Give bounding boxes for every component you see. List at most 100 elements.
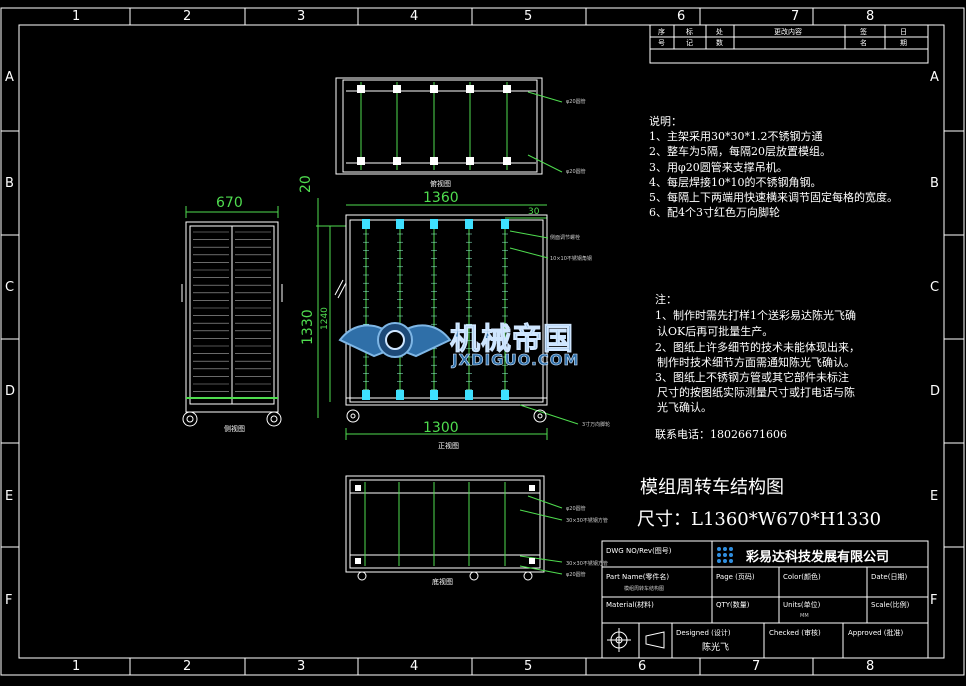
col-label-1-bottom: 1 xyxy=(72,659,81,674)
col-label-5-bottom: 5 xyxy=(524,659,533,674)
spec-title: 说明： xyxy=(649,115,682,128)
col-label-5: 5 xyxy=(524,9,533,24)
col-label-7-bottom: 7 xyxy=(752,659,761,674)
callout-top-b: φ20圆管 xyxy=(566,169,586,175)
watermark-name: 机械帝国 xyxy=(450,322,574,358)
front-view xyxy=(316,198,579,440)
dim-1300: 1300 xyxy=(423,420,459,436)
col-label-2: 2 xyxy=(183,9,192,24)
notes-line-3: 2、图纸上许多细节的技术未能体现出来， xyxy=(655,341,860,354)
callout-front-b: 10×10不锈钢角钢 xyxy=(550,256,592,262)
bottom-view xyxy=(345,475,563,581)
spec-line-2: 2、整车为5隔，每隔20层放置模组。 xyxy=(649,145,831,158)
title-block xyxy=(601,540,929,659)
top-view-label: 俯视图 xyxy=(430,180,451,188)
row-label-d-right: D xyxy=(930,384,941,399)
row-label-f-right: F xyxy=(930,593,938,608)
dim-1330: 1330 xyxy=(300,309,316,345)
spec-line-1: 1、主架采用30*30*1.2不锈钢方通 xyxy=(649,130,823,143)
rev-col-mark-2: 记 xyxy=(686,39,693,47)
drawing-size: 尺寸：L1360*W670*H1330 xyxy=(637,509,882,530)
col-label-6-bottom: 6 xyxy=(638,659,647,674)
spec-line-5: 5、每隔上下两端用快速横来调节固定每格的宽度。 xyxy=(649,191,898,204)
inner-border xyxy=(18,24,945,659)
rev-col-count-2: 数 xyxy=(716,39,723,47)
tb-page-label: Page (页码) xyxy=(716,573,755,581)
revision-table xyxy=(649,24,929,64)
row-label-f: F xyxy=(5,593,13,608)
row-label-a: A xyxy=(5,70,14,85)
contact-phone: 联系电话：18026671606 xyxy=(655,428,787,441)
rev-col-date-2: 期 xyxy=(900,39,907,47)
tb-designed-label: Designed (设计) xyxy=(676,629,731,637)
tb-qty-label: QTY(数量) xyxy=(716,601,750,609)
col-label-8: 8 xyxy=(866,9,875,24)
row-label-b: B xyxy=(5,176,14,191)
bottom-view-label: 底视图 xyxy=(432,578,453,586)
col-label-3: 3 xyxy=(297,9,306,24)
rev-col-content: 更改内容 xyxy=(774,28,802,36)
tb-units-label: Units(单位) xyxy=(783,601,821,609)
row-label-c: C xyxy=(5,280,15,295)
spec-line-3: 3、用φ20圆管来支撑吊机。 xyxy=(649,161,788,174)
callout-bottom-a: φ20圆管 xyxy=(566,506,586,512)
col-label-1: 1 xyxy=(72,9,81,24)
drawing-title: 模组周转车结构图 xyxy=(640,477,784,498)
col-label-4: 4 xyxy=(410,9,419,24)
col-label-7: 7 xyxy=(791,9,800,24)
tb-scale-label: Scale(比例) xyxy=(871,601,910,609)
zone-ticks xyxy=(1,8,964,675)
top-view xyxy=(335,77,563,175)
rev-col-seq: 序 xyxy=(658,28,665,36)
col-label-6: 6 xyxy=(677,9,686,24)
row-label-d: D xyxy=(5,384,16,399)
spec-line-4: 4、每层焊接10*10的不锈钢角钢。 xyxy=(649,176,822,189)
callout-front-a: 侧面调节螺栓 xyxy=(550,235,581,241)
tb-date-label: Date(日期) xyxy=(871,573,908,581)
notes-line-7: 光飞确认。 xyxy=(657,401,712,414)
notes-title: 注： xyxy=(655,293,677,306)
callout-front-c: 3寸万向脚轮 xyxy=(582,422,611,428)
projection-symbol xyxy=(607,628,665,652)
watermark-url: JXDIGUO.COM xyxy=(452,351,580,370)
row-label-a-right: A xyxy=(930,70,939,85)
row-label-e: E xyxy=(5,489,14,504)
callout-bottom-c: 30×30不锈钢方管 xyxy=(566,561,608,567)
callout-bottom-b: 30×30不锈钢方管 xyxy=(566,518,608,524)
notes-line-5: 3、图纸上不锈钢方管或其它部件未标注 xyxy=(655,371,849,384)
notes-line-1: 1、制作时需先打样1个送彩易达陈光飞确 xyxy=(655,309,856,322)
notes-line-6: 尺寸的按图纸实际测量尺寸或打电话与陈 xyxy=(657,386,855,399)
dim-670: 670 xyxy=(216,195,243,211)
company-logo-icon xyxy=(717,547,733,563)
tb-color-label: Color(颜色) xyxy=(783,573,821,581)
side-view xyxy=(181,206,283,427)
col-label-3-bottom: 3 xyxy=(297,659,306,674)
tb-checked-label: Checked (审核) xyxy=(769,629,821,637)
col-label-4-bottom: 4 xyxy=(410,659,419,674)
rev-col-count: 处 xyxy=(716,28,723,36)
rev-col-mark: 标 xyxy=(686,28,693,36)
tb-company: 彩易达科技发展有限公司 xyxy=(746,550,890,565)
tb-dwg-no: DWG NO/Rev(图号) xyxy=(606,547,672,555)
rev-col-sign-2: 名 xyxy=(860,39,867,47)
row-label-e-right: E xyxy=(930,489,939,504)
tb-units-value: MM xyxy=(800,613,809,619)
front-view-label: 正视图 xyxy=(438,442,459,450)
dim-20: 20 xyxy=(298,175,314,193)
notes-line-4: 制作时技术细节方面需通知陈光飞确认。 xyxy=(657,356,855,369)
col-label-2-bottom: 2 xyxy=(183,659,192,674)
watermark-logo xyxy=(338,322,452,358)
tb-part-name-label: Part Name(零件名) xyxy=(606,573,670,581)
col-label-8-bottom: 8 xyxy=(866,659,875,674)
tb-designer: 陈光飞 xyxy=(702,643,730,653)
callout-bottom-d: φ20圆管 xyxy=(566,572,586,578)
rev-col-date: 日 xyxy=(900,28,907,36)
tb-approved-label: Approved (批准) xyxy=(848,629,904,637)
tb-part-name-value: 模组周转车结构图 xyxy=(624,586,665,592)
rev-col-seq-2: 号 xyxy=(658,39,665,47)
dim-30: 30 xyxy=(528,207,540,217)
outer-border xyxy=(0,7,965,676)
tb-material-label: Material(材料) xyxy=(606,601,654,609)
dim-1360: 1360 xyxy=(423,190,459,206)
row-label-c-right: C xyxy=(930,280,940,295)
